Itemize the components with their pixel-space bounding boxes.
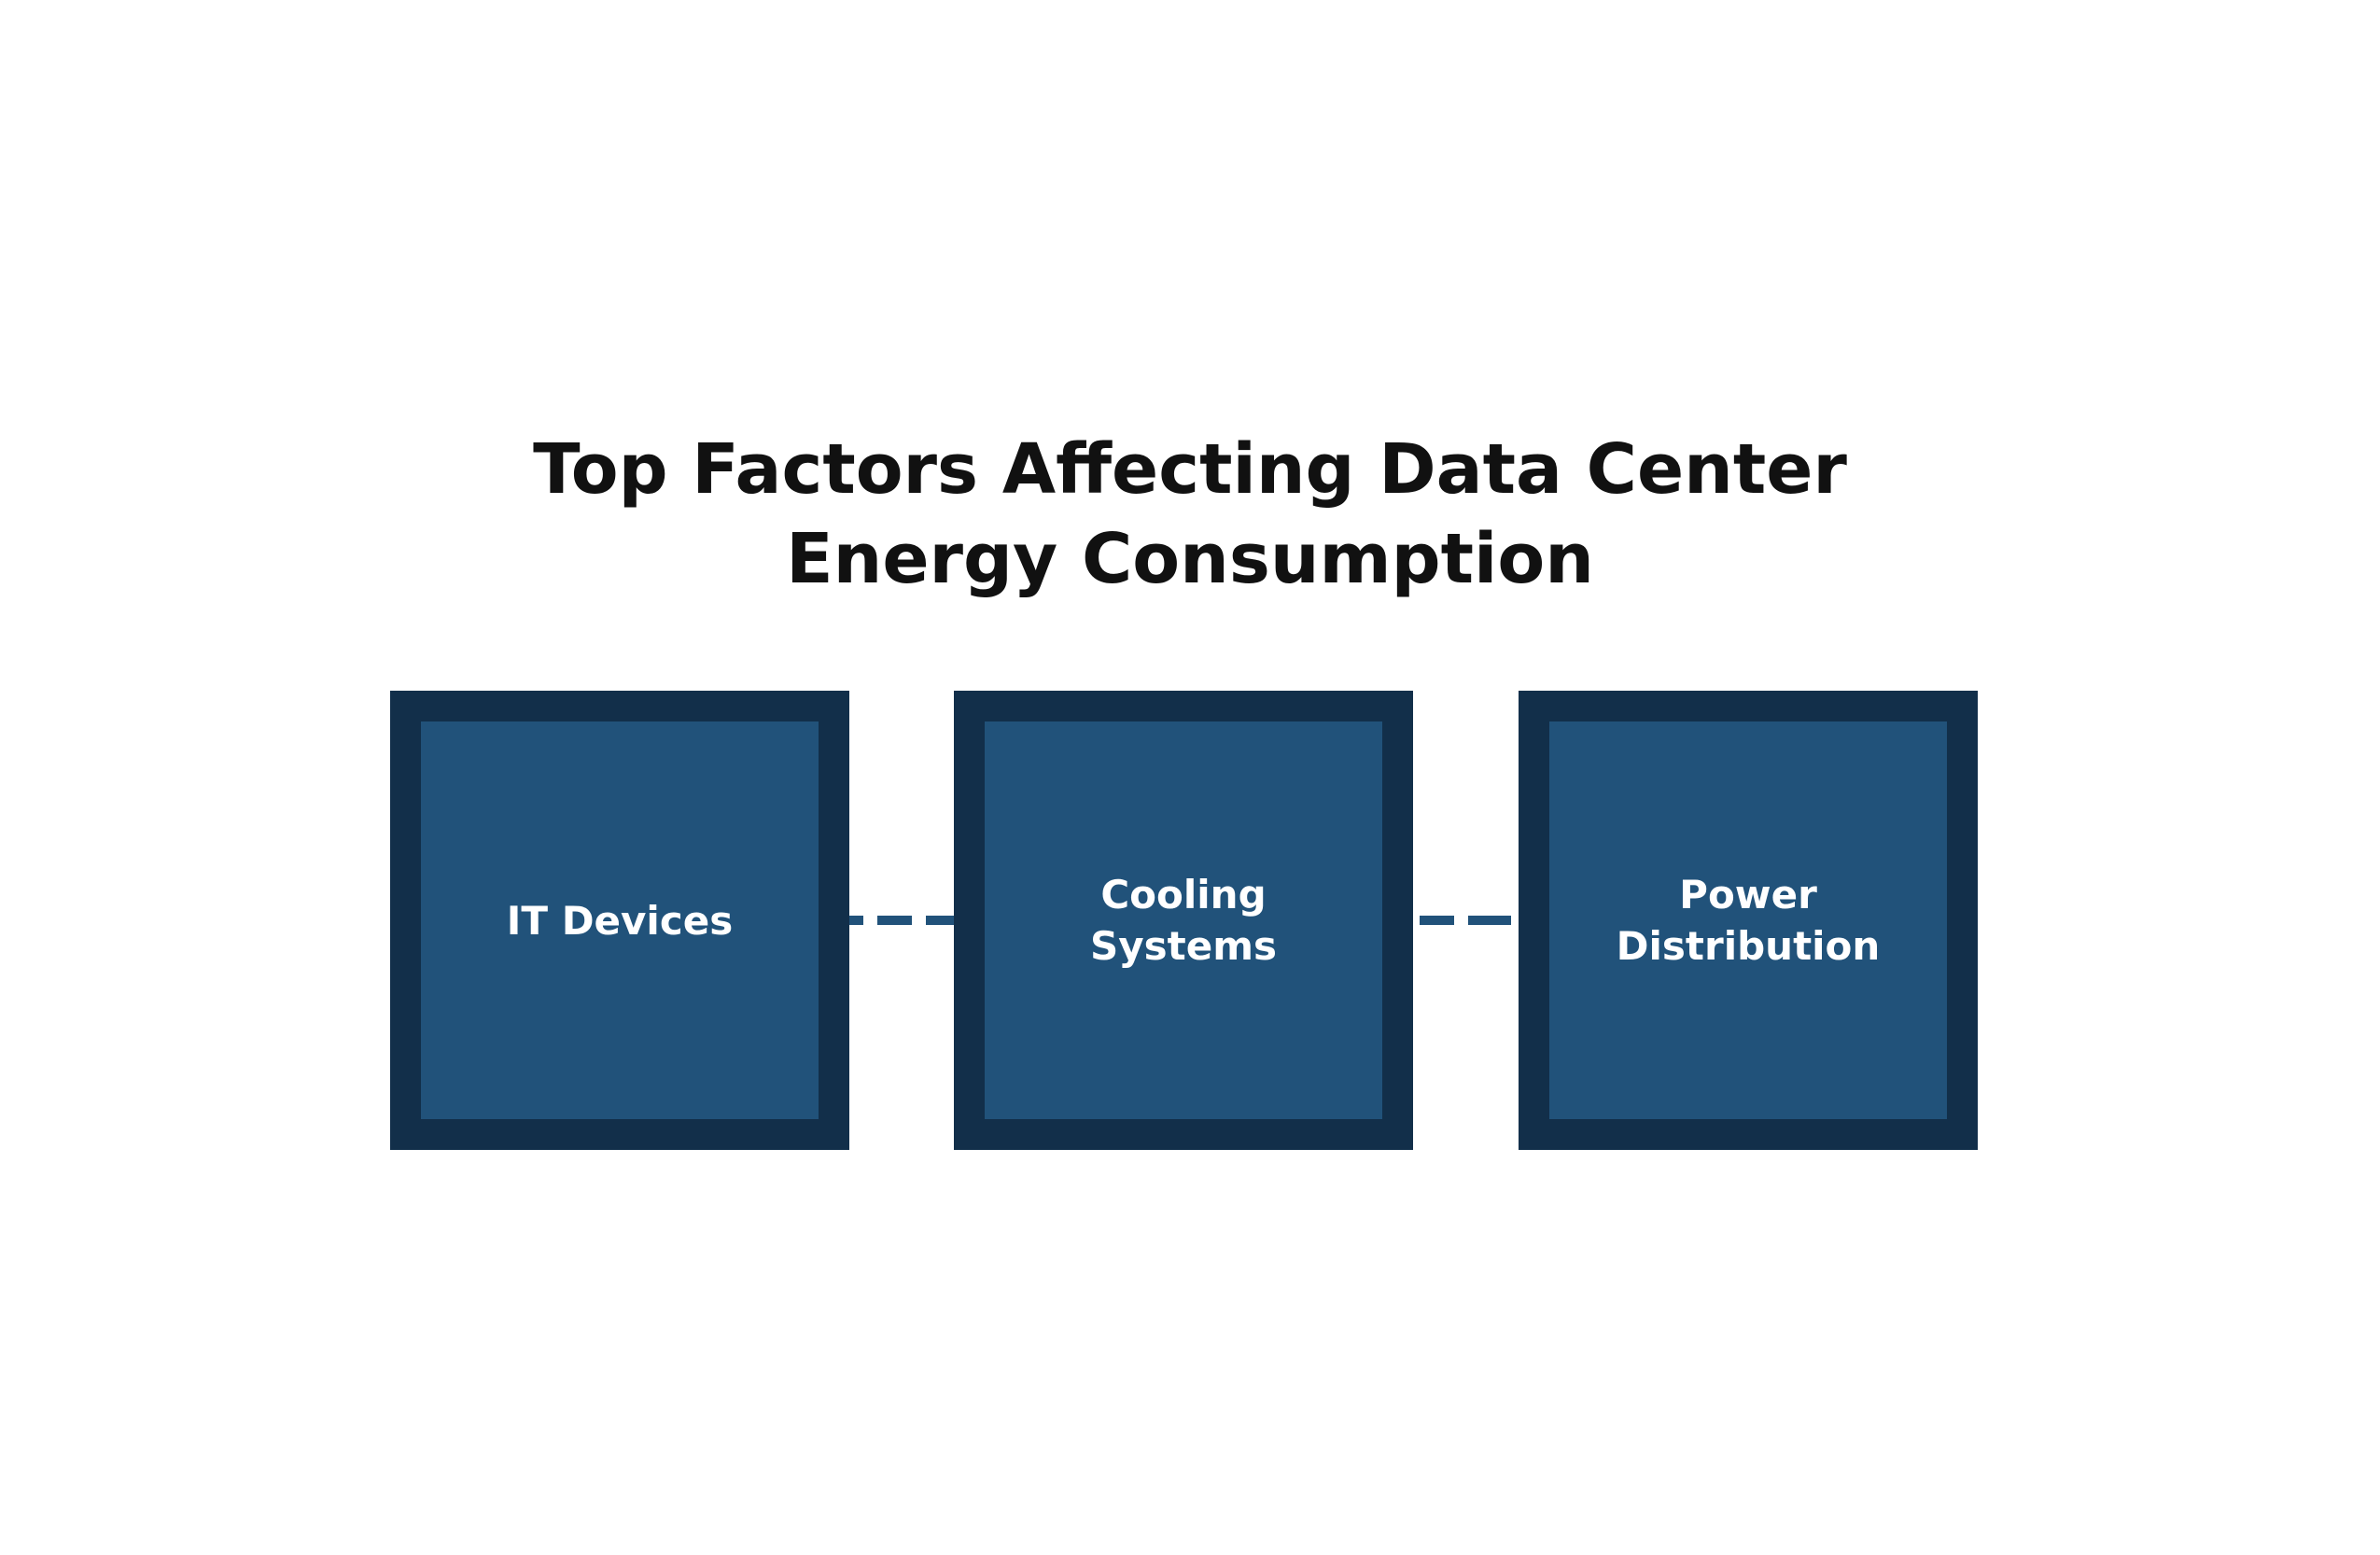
node-label: IT Devices <box>506 897 734 944</box>
dashed-connector-1 <box>849 916 954 925</box>
title-line-2: Energy Consumption <box>786 519 1594 599</box>
title-line-1: Top Factors Affecting Data Center <box>533 429 1847 510</box>
node-it-devices: IT Devices <box>390 691 849 1150</box>
node-label: Cooling Systems <box>1090 872 1277 969</box>
node-cooling-systems: Cooling Systems <box>954 691 1413 1150</box>
node-power-distribution: Power Distribution <box>1519 691 1978 1150</box>
node-label: Power Distribution <box>1616 872 1881 969</box>
dashed-connector-2 <box>1413 916 1519 925</box>
diagram-title: Top Factors Affecting Data Center Energy… <box>0 425 2380 604</box>
